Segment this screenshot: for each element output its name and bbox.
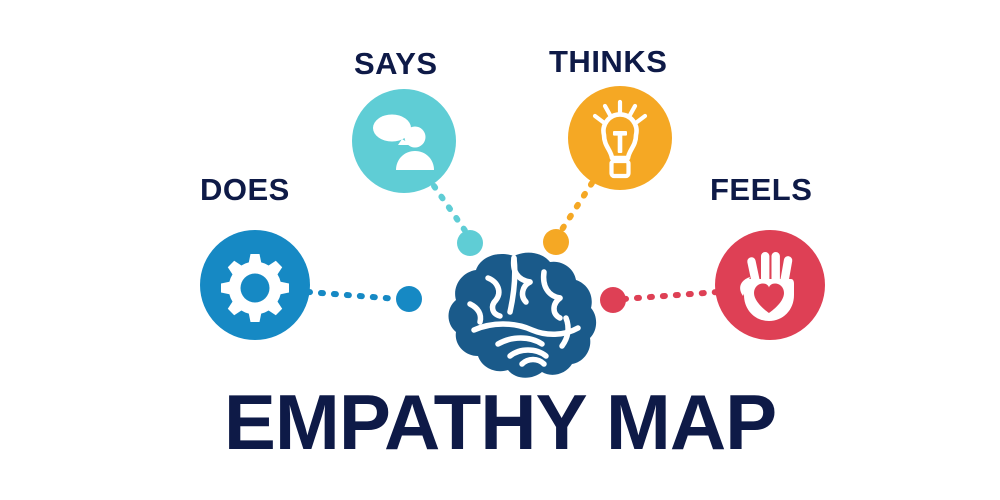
node-does[interactable] bbox=[200, 230, 310, 340]
connector-dot-feels bbox=[600, 287, 626, 313]
node-label-says: SAYS bbox=[354, 46, 438, 81]
node-thinks[interactable] bbox=[568, 86, 672, 190]
connector-line-does bbox=[305, 289, 401, 302]
connector-line-says bbox=[431, 183, 469, 235]
gear-icon bbox=[221, 254, 289, 322]
connector-line-thinks bbox=[558, 180, 595, 234]
hand-heart-icon bbox=[740, 252, 794, 321]
connector-dot-thinks bbox=[543, 229, 569, 255]
node-says[interactable] bbox=[352, 89, 456, 193]
connector-lines bbox=[305, 180, 721, 302]
node-label-feels: FEELS bbox=[710, 172, 813, 207]
page-title: EMPATHY MAP bbox=[223, 378, 777, 466]
node-feels[interactable] bbox=[715, 230, 825, 340]
node-label-thinks: THINKS bbox=[549, 44, 668, 79]
connector-dot-says bbox=[457, 230, 483, 256]
brain-icon bbox=[448, 252, 597, 378]
speech-bubble-person-icon bbox=[373, 114, 434, 170]
lightbulb-icon bbox=[592, 99, 648, 179]
connector-dots bbox=[396, 229, 626, 313]
connector-line-feels bbox=[621, 289, 721, 302]
connector-dot-does bbox=[396, 286, 422, 312]
node-label-does: DOES bbox=[200, 172, 290, 207]
